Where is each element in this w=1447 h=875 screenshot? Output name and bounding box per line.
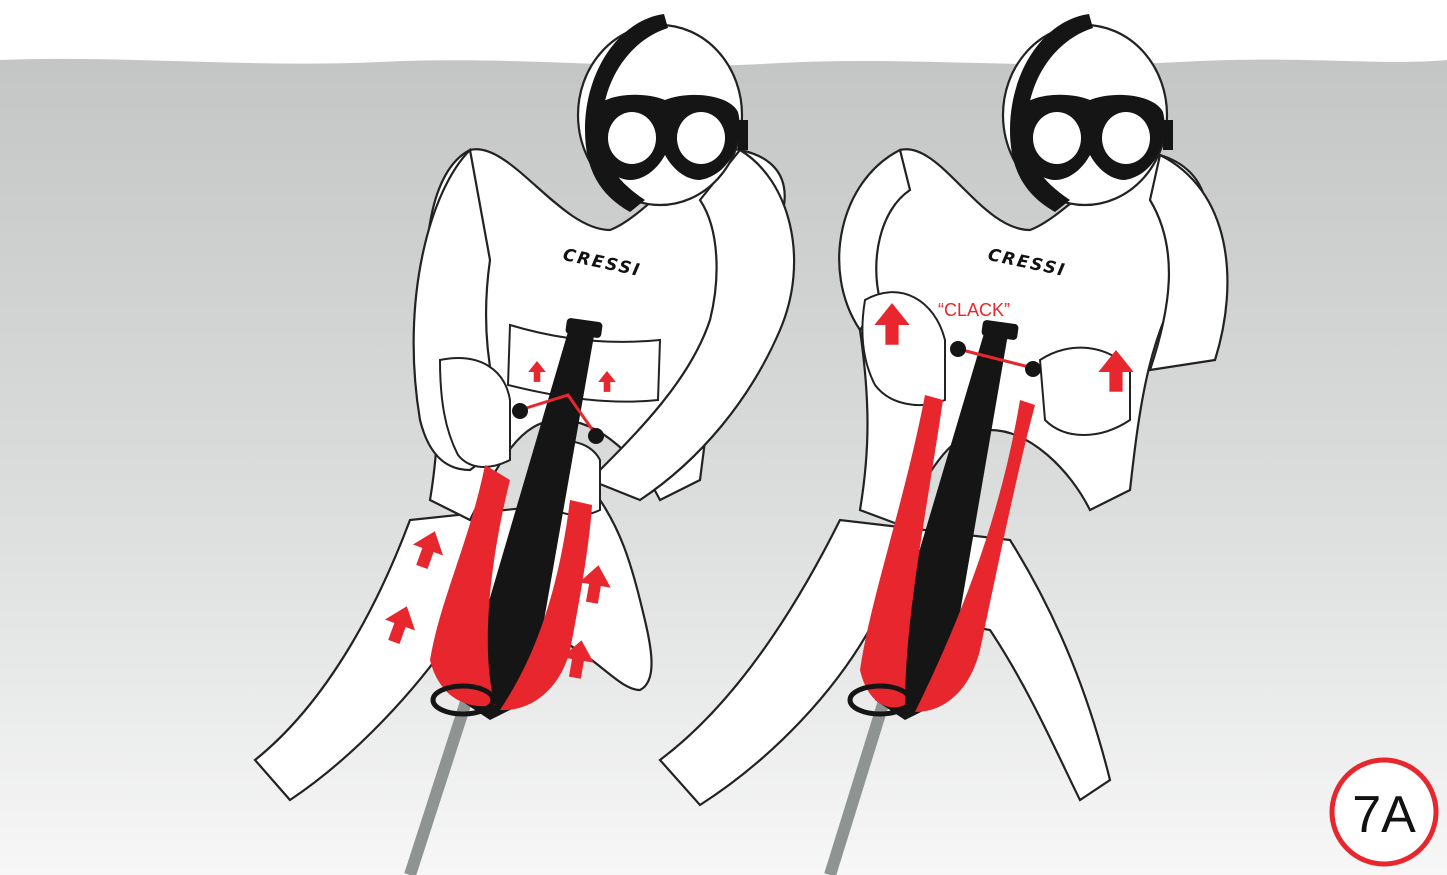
wishbone-knob-right-a — [950, 341, 966, 357]
badge-label: 7A — [1352, 786, 1416, 844]
wishbone-knob-right-b — [1025, 361, 1041, 377]
figure-badge: 7A — [1332, 760, 1436, 864]
wishbone-knob-left-a — [512, 403, 528, 419]
clack-sound-label: “CLACK” — [938, 300, 1010, 320]
wishbone-knob-left-b — [588, 428, 604, 444]
